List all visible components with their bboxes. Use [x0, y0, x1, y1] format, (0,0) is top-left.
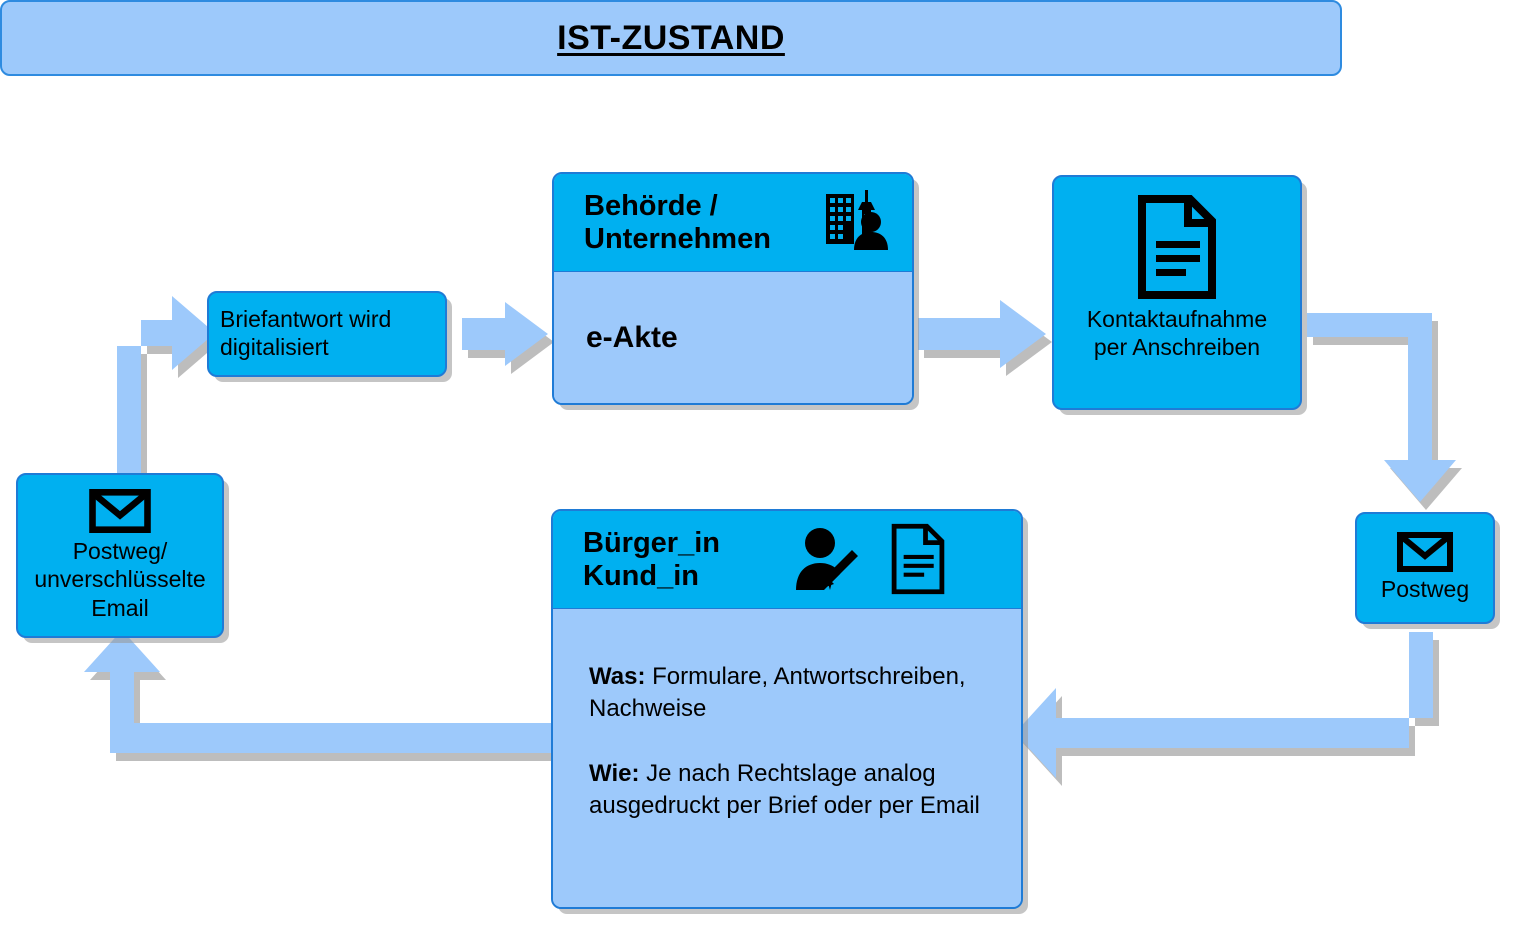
node-buerger-header-label: Bürger_in Kund_in — [583, 527, 720, 592]
envelope-icon — [1397, 532, 1453, 573]
buerger-was-label: Was: — [589, 663, 646, 690]
envelope-icon — [89, 488, 151, 533]
node-kontaktaufnahme[interactable]: Kontaktaufnahme per Anschreiben — [1052, 175, 1302, 410]
document-icon — [891, 523, 945, 595]
node-postweg-email-label: Postweg/ unverschlüsselte Email — [34, 537, 206, 621]
person-writing-icon — [796, 528, 860, 592]
arrow-postweg-to-buerger — [1015, 632, 1433, 778]
node-briefantwort-label: Briefantwort wird digitalisiert — [220, 306, 392, 360]
node-kontaktaufnahme-label: Kontaktaufnahme per Anschreiben — [1086, 306, 1268, 361]
title-banner: IST-ZUSTAND — [0, 0, 1342, 76]
node-postweg-right-label: Postweg — [1380, 576, 1470, 603]
node-postweg-email[interactable]: Postweg/ unverschlüsselte Email — [16, 473, 224, 638]
building-person-icon — [826, 190, 888, 250]
buerger-was-text: Formulare, Antwortschreiben, Nachweise — [589, 663, 966, 723]
page-title: IST-ZUSTAND — [557, 18, 785, 57]
arrow-buerger-to-email — [84, 630, 551, 753]
arrow-kontaktaufnahme-to-postweg — [1307, 313, 1456, 502]
node-buerger-header: Bürger_in Kund_in — [553, 511, 1021, 609]
node-buerger[interactable]: Bürger_in Kund_in — [551, 509, 1023, 909]
node-briefantwort[interactable]: Briefantwort wird digitalisiert — [207, 291, 447, 377]
buerger-was-block: Was: Formulare, Antwortschreiben, Nachwe… — [589, 661, 991, 726]
node-buerger-body: Was: Formulare, Antwortschreiben, Nachwe… — [553, 609, 1021, 907]
node-postweg-right[interactable]: Postweg — [1355, 512, 1495, 624]
node-behoerde-body-label: e-Akte — [586, 320, 678, 354]
arrow-behoerde-to-kontaktaufnahme — [918, 300, 1046, 368]
node-behoerde-body: e-Akte — [554, 272, 912, 403]
node-behoerde-header: Behörde / Unternehmen — [554, 174, 912, 272]
document-icon — [1138, 195, 1216, 299]
buerger-wie-block: Wie: Je nach Rechtslage analog ausgedruc… — [589, 758, 991, 823]
arrow-briefantwort-to-behoerde — [462, 302, 548, 366]
node-behoerde-header-label: Behörde / Unternehmen — [584, 190, 771, 255]
buerger-wie-label: Wie: — [589, 759, 640, 787]
buerger-wie-text: Je nach Rechtslage analog ausgedruckt pe… — [589, 759, 980, 820]
node-behoerde[interactable]: Behörde / Unternehmen — [552, 172, 914, 405]
